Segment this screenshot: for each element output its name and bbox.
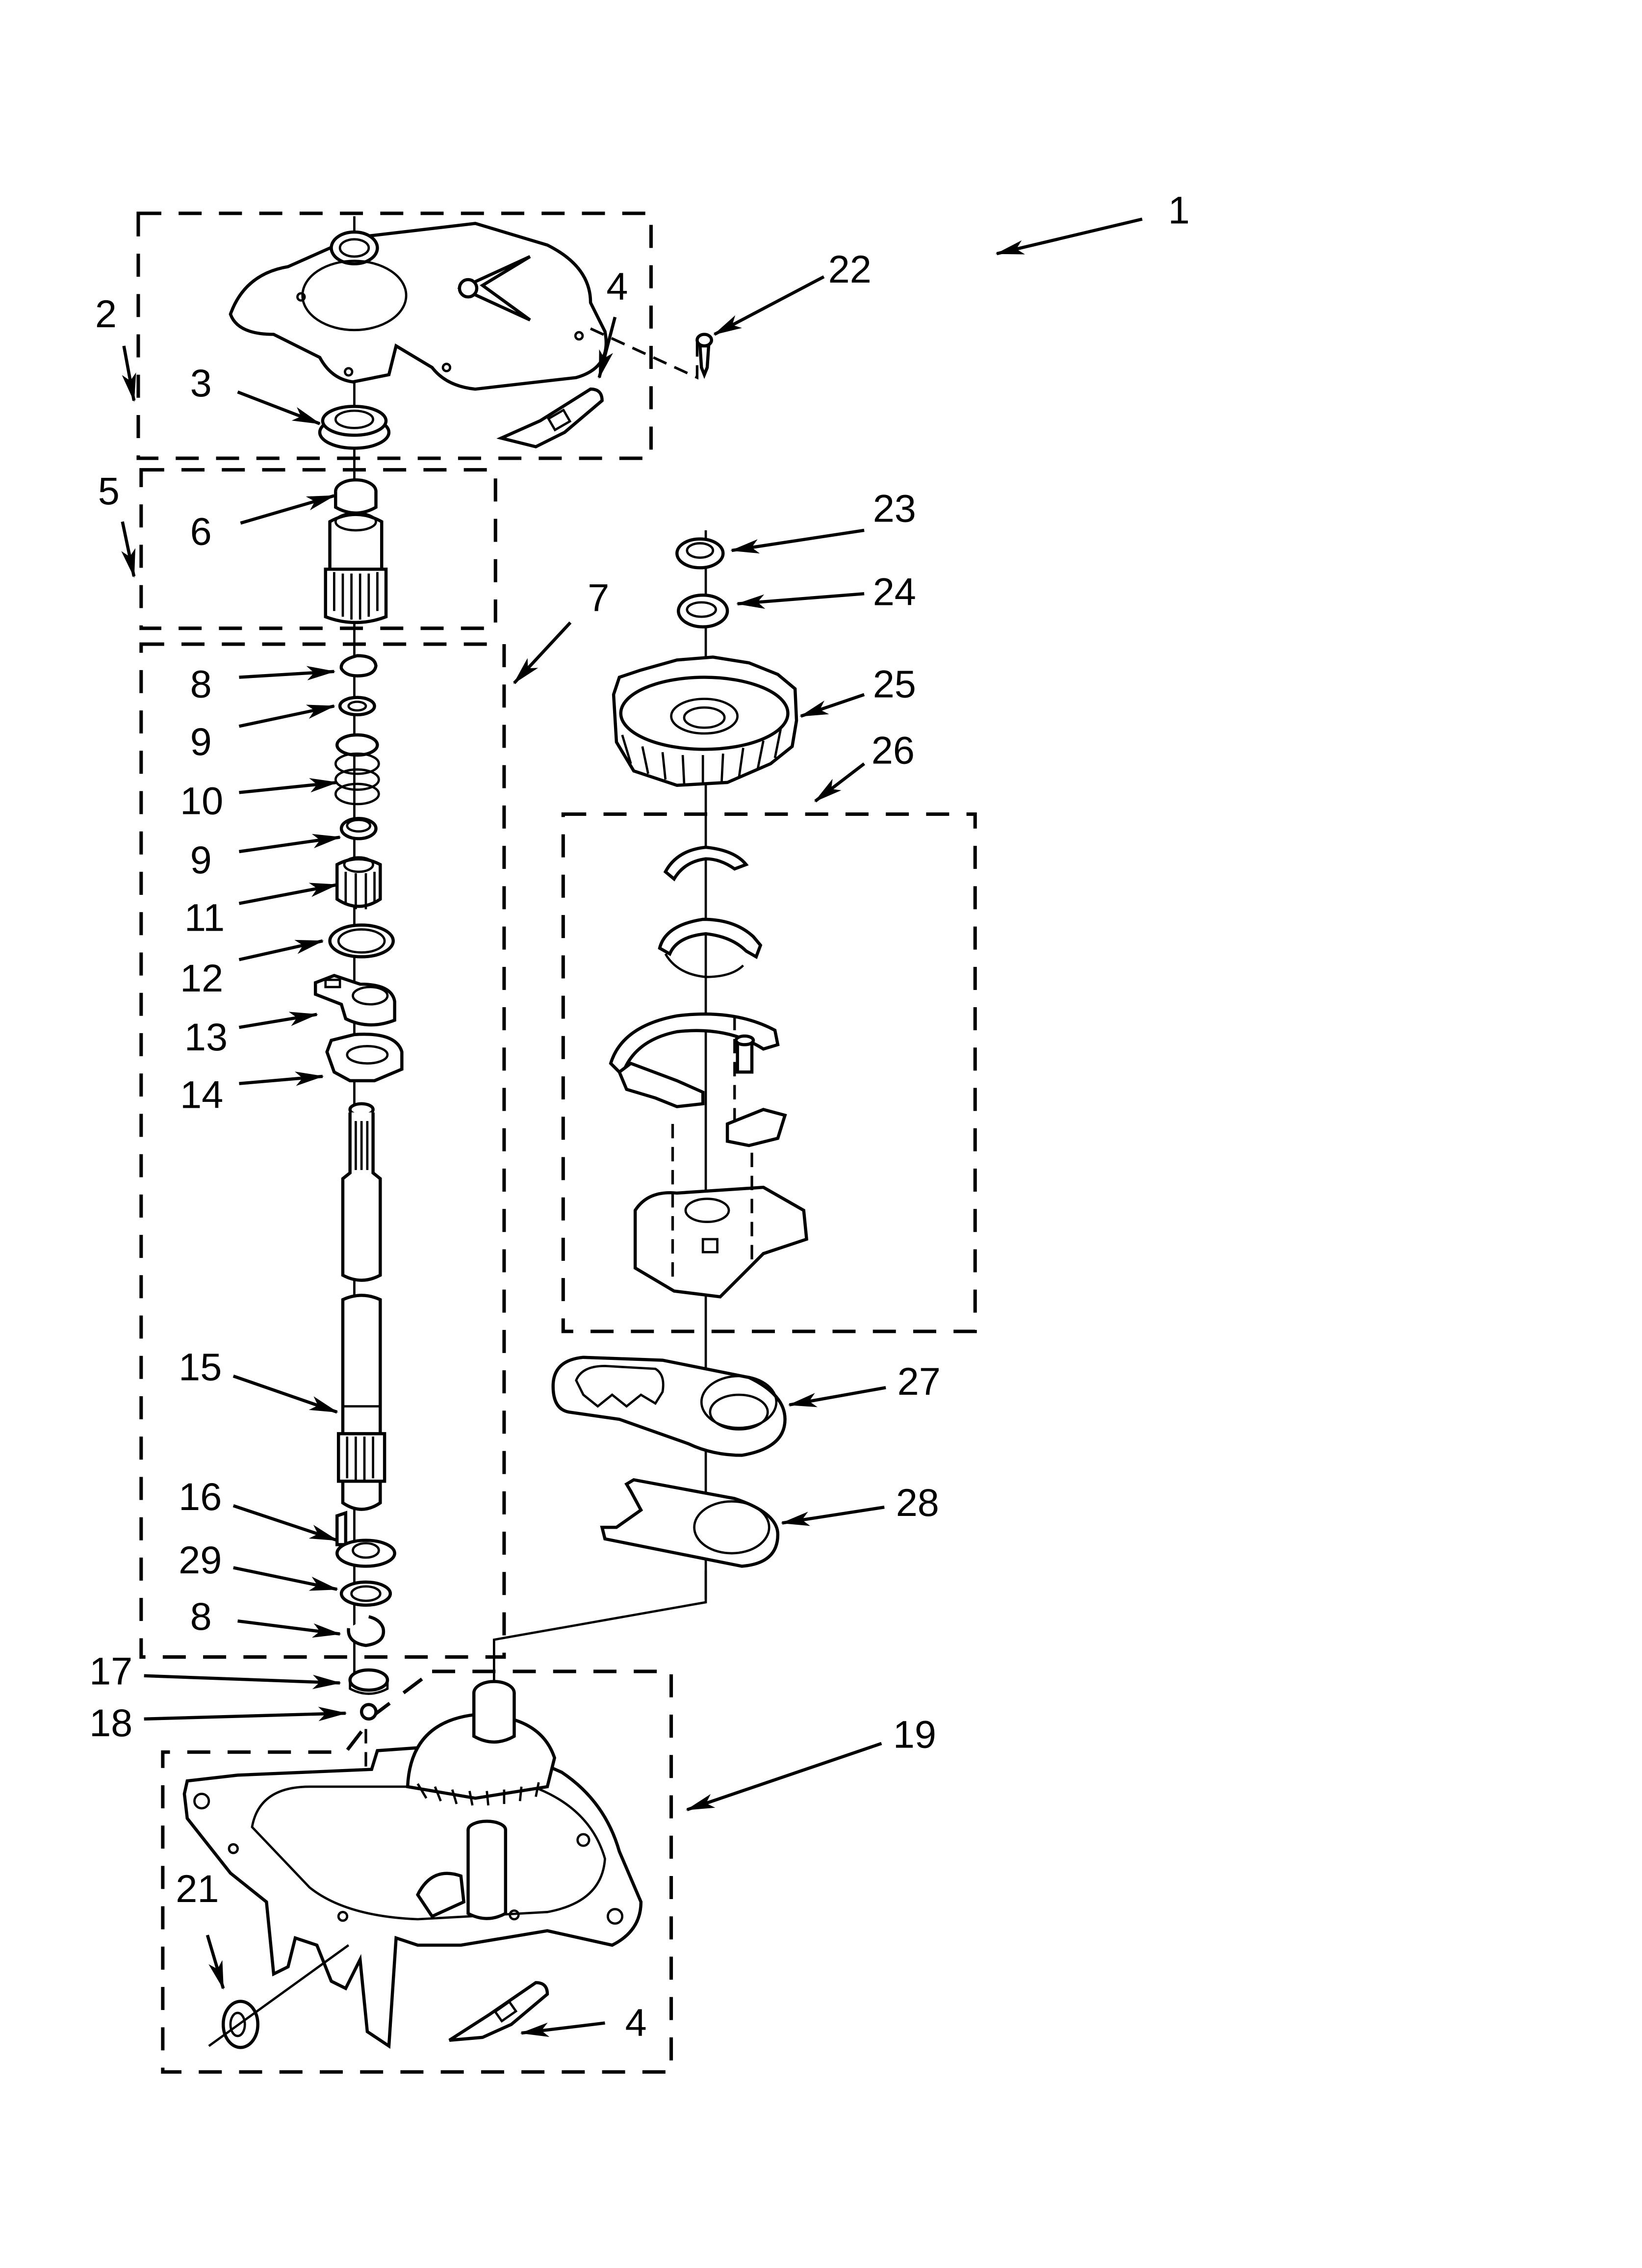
callout-label-12: 12 [180,956,223,1000]
callout-label-8b: 8 [190,1594,212,1638]
washer-part-24[interactable] [677,593,729,628]
callout-label-6: 6 [190,509,212,553]
callout-label-9: 9 [190,720,212,763]
callout-label-7: 7 [588,575,609,619]
callout-label-22: 22 [828,247,872,291]
callout-label-15: 15 [179,1345,222,1389]
top-cover-part[interactable] [229,222,608,391]
callout-label-17: 17 [89,1649,132,1693]
callout-label-5: 5 [98,469,120,513]
ring-part-12[interactable] [328,923,395,959]
group-box-7 [139,642,506,1659]
clip-part-8-top[interactable] [339,654,378,678]
callout-label-29: 29 [179,1538,222,1582]
group-box-26 [561,812,977,1333]
callout-label-24: 24 [873,570,916,614]
callout-arrows [121,217,1143,2037]
grease-tube-part-4-lower[interactable] [448,1981,549,2042]
washer-part-29[interactable] [339,1580,392,1607]
callout-label-4b: 4 [625,2001,647,2044]
clutch-assembly-group-26[interactable] [609,845,809,1299]
cap-part-17[interactable] [348,1668,389,1695]
gearcase-base-part-19[interactable] [182,1680,643,2049]
group-box-19 [161,1669,673,2074]
grease-tube-part-4[interactable] [496,387,604,449]
screw-leader [590,327,699,380]
callout-label-3: 3 [190,361,212,405]
bracket-part-28[interactable] [600,1478,780,1568]
lever-part-27[interactable] [551,1356,787,1457]
callout-label-18: 18 [89,1701,132,1745]
callout-label-13: 13 [184,1015,228,1059]
callout-label-14: 14 [180,1073,223,1117]
seal-part-3[interactable] [318,405,391,450]
callout-label-27: 27 [898,1359,941,1403]
callout-label-9b: 9 [190,838,212,882]
callout-label-11: 11 [184,895,225,939]
hub-part-6[interactable] [324,478,388,625]
ball-part-18[interactable] [359,1703,378,1721]
cam-part-13[interactable] [313,974,396,1027]
callout-label-23: 23 [873,486,916,530]
callout-label-4: 4 [606,264,628,308]
callout-label-26: 26 [872,729,915,772]
shaft-part-15[interactable] [336,1102,386,1511]
callout-label-21: 21 [176,1867,219,1910]
axis-connector [492,1570,707,1693]
retaining-ring-part-23[interactable] [675,537,725,570]
gear-part-25[interactable] [612,655,798,787]
callout-label-10: 10 [180,779,223,823]
callout-label-28: 28 [896,1481,939,1524]
callout-label-25: 25 [873,662,916,706]
group-box-5 [139,468,497,630]
callout-label-1: 1 [1168,188,1190,232]
screw-part-22[interactable] [695,333,714,379]
seal-part-21[interactable] [208,1944,350,2049]
callout-label-2: 2 [95,292,117,336]
spring-part-10[interactable] [334,733,380,806]
washer-part-16[interactable] [335,1511,396,1568]
callout-label-8: 8 [190,662,212,706]
washer-part-9-top[interactable] [338,696,376,717]
collar-part-14[interactable] [325,1032,404,1083]
callout-label-16: 16 [179,1475,222,1518]
clip-part-8-bottom[interactable] [347,1615,385,1647]
gear-part-11[interactable] [335,856,382,910]
callout-label-19: 19 [893,1713,936,1756]
washer-part-9-bottom[interactable] [339,817,378,840]
group-box-2 [136,211,653,460]
